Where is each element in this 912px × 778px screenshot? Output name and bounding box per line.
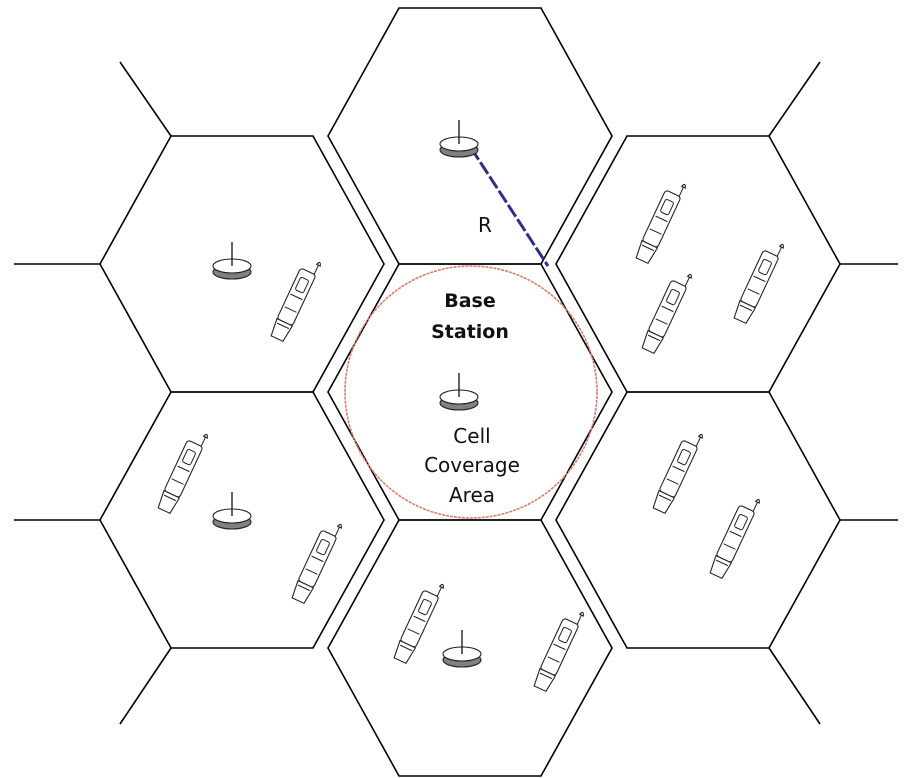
base-station-label-line2: Station (431, 321, 509, 343)
hex-cell-lower-right (555, 391, 841, 649)
mobile-phone-icon (391, 577, 446, 665)
mobile-phone-icon (650, 427, 705, 515)
mobile-phone-icon (731, 237, 786, 325)
base-station-label-line1: Base (444, 290, 496, 312)
hex-cell-upper-right (555, 135, 841, 393)
base-station-antenna-icon (439, 119, 479, 158)
base-station-antenna-icon (212, 491, 252, 530)
mobile-phone-icon (707, 492, 762, 580)
base-station-antenna-icon (442, 629, 482, 668)
radius-line (469, 147, 550, 267)
neighbor-cell-edge (119, 61, 172, 137)
cell-coverage-circle (344, 265, 598, 519)
neighbor-cell-edge (768, 647, 821, 725)
coverage-label-line1: Cell (453, 424, 490, 448)
neighbor-cell-edge (768, 61, 821, 137)
hex-cell-top (327, 7, 613, 265)
mobile-phone-icon (268, 255, 323, 343)
mobile-phone-icon (155, 427, 210, 515)
hex-cell-bottom (327, 519, 613, 777)
mobile-phone-icon (289, 517, 344, 605)
coverage-label-line3: Area (449, 483, 495, 507)
neighbor-cell-edges (14, 61, 898, 725)
base-station-antenna-icon (212, 241, 252, 280)
base-station-antenna-icon (439, 372, 479, 411)
mobile-phone-icon (531, 605, 586, 693)
radius-label: R (478, 213, 492, 237)
neighbor-cell-edge (119, 647, 172, 725)
mobile-phone-icon (639, 267, 694, 355)
coverage-label-line2: Coverage (424, 453, 520, 477)
mobile-phone-icon (633, 177, 688, 265)
